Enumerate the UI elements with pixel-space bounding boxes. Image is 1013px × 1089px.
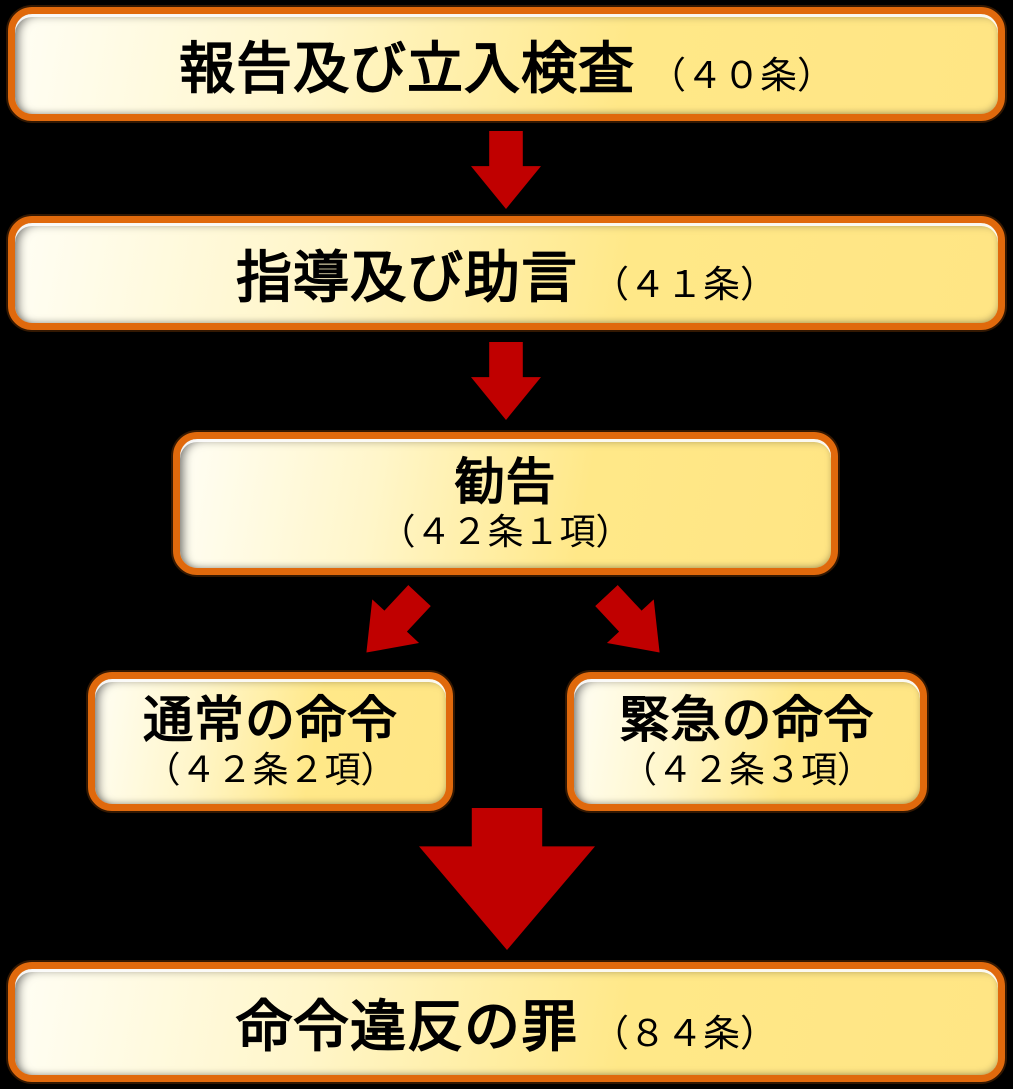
flow-node-normal-order: 通常の命令 （４２条２項） — [88, 672, 453, 811]
down-arrow-guidance-to-recommendation — [471, 342, 541, 420]
flow-node-recommendation: 勧告 （４２条１項） — [173, 432, 838, 575]
flow-node-emergency-order: 緊急の命令 （４２条３項） — [567, 672, 927, 811]
node-content: 通常の命令 （４２条２項） — [143, 694, 398, 788]
node-article: （４２条２項） — [144, 748, 397, 790]
flow-node-violation-offense: 命令違反の罪 （８４条） — [8, 962, 1005, 1082]
node-title: 通常の命令 — [143, 692, 398, 749]
node-title: 指導及び助言 — [236, 245, 578, 309]
down-arrow-report-to-guidance — [471, 131, 541, 209]
node-article: （４０条） — [649, 54, 834, 96]
node-article: （８４条） — [592, 1012, 777, 1054]
flow-node-guidance-advice: 指導及び助言 （４１条） — [8, 216, 1005, 330]
flow-node-report-inspection: 報告及び立入検査 （４０条） — [8, 7, 1005, 121]
node-title: 緊急の命令 — [619, 692, 875, 749]
node-article: （４２条１項） — [379, 510, 632, 552]
node-content: 命令違反の罪 （８４条） — [236, 982, 777, 1063]
node-article: （４２条３項） — [620, 748, 873, 790]
node-title: 命令違反の罪 — [236, 994, 578, 1058]
node-article: （４１条） — [592, 263, 777, 305]
diagonal-arrow-recommendation-to-emergency-order — [583, 574, 683, 675]
big-down-arrow-orders-to-violation — [419, 808, 595, 950]
node-content: 報告及び立入検査 （４０条） — [179, 24, 834, 105]
node-title: 勧告 — [454, 454, 557, 511]
node-content: 勧告 （４２条１項） — [379, 456, 631, 550]
diagonal-arrow-recommendation-to-normal-order — [343, 574, 443, 675]
node-title: 報告及び立入検査 — [179, 36, 635, 100]
node-content: 指導及び助言 （４１条） — [236, 233, 777, 314]
node-content: 緊急の命令 （４２条３項） — [620, 694, 875, 788]
